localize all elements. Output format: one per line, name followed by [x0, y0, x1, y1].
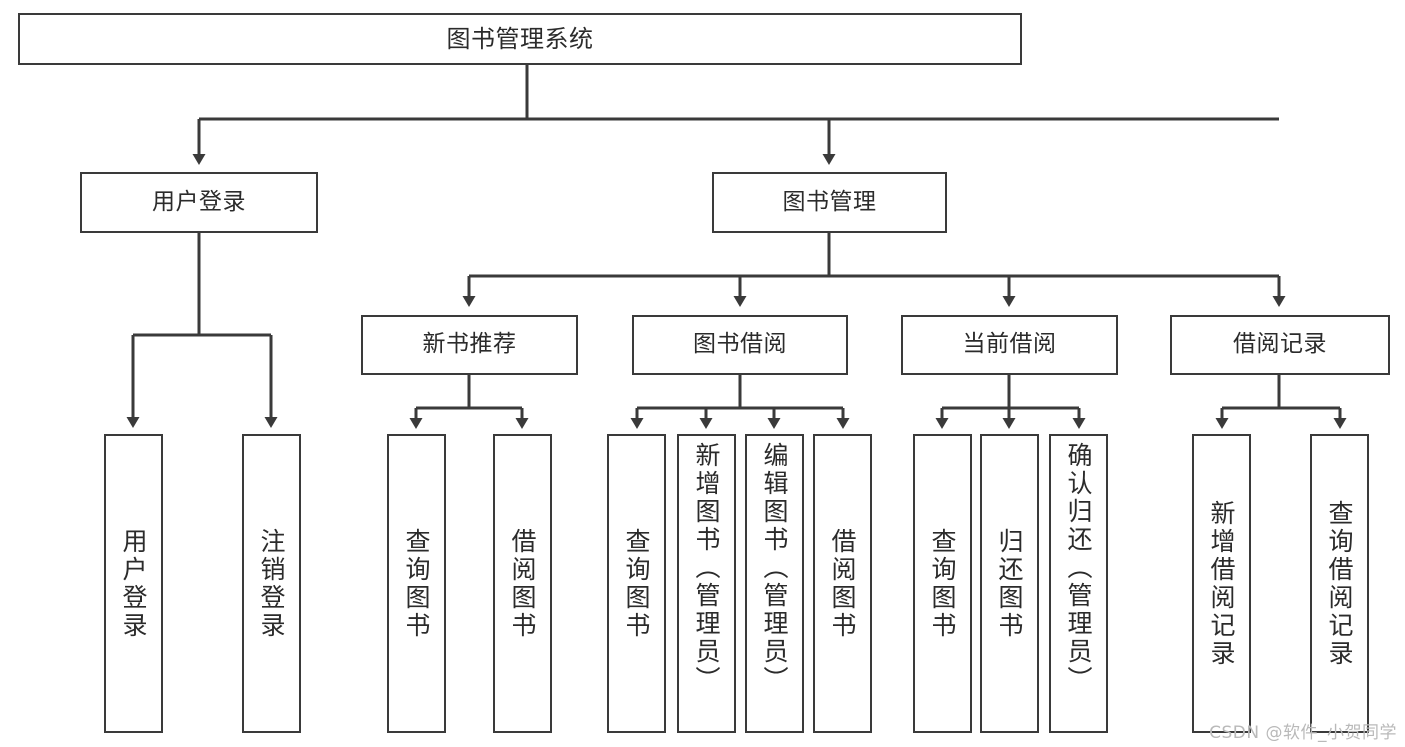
- leaf-query-book-borrow[interactable]: 查询图书: [607, 434, 666, 733]
- node-root-system[interactable]: 图书管理系统: [18, 13, 1022, 65]
- node-label: 查询借阅记录: [1325, 499, 1354, 668]
- node-label: 新增图书（管理员）: [692, 442, 721, 694]
- node-label: 新增借阅记录: [1207, 499, 1236, 668]
- node-current-borrow[interactable]: 当前借阅: [901, 315, 1118, 375]
- node-label: 用户登录: [152, 188, 246, 215]
- node-label: 归还图书: [995, 527, 1024, 640]
- leaf-user-login[interactable]: 用户登录: [104, 434, 163, 733]
- node-label: 图书借阅: [693, 331, 787, 358]
- leaf-edit-book-admin[interactable]: 编辑图书（管理员）: [745, 434, 804, 733]
- leaf-logout-login[interactable]: 注销登录: [242, 434, 301, 733]
- node-label: 用户登录: [119, 527, 148, 640]
- leaf-query-borrow-record[interactable]: 查询借阅记录: [1310, 434, 1369, 733]
- node-label: 借阅图书: [508, 527, 537, 640]
- node-borrow-record[interactable]: 借阅记录: [1170, 315, 1390, 375]
- leaf-borrow-book-recommend[interactable]: 借阅图书: [493, 434, 552, 733]
- leaf-borrow-book[interactable]: 借阅图书: [813, 434, 872, 733]
- node-label: 查询图书: [928, 527, 957, 640]
- node-label: 新书推荐: [422, 331, 517, 358]
- node-new-book-recommend[interactable]: 新书推荐: [361, 315, 578, 375]
- node-label: 借阅图书: [828, 527, 857, 640]
- leaf-query-book-recommend[interactable]: 查询图书: [387, 434, 446, 733]
- node-label: 确认归还（管理员）: [1064, 442, 1093, 694]
- node-label: 借阅记录: [1233, 331, 1327, 358]
- node-book-management[interactable]: 图书管理: [712, 172, 947, 233]
- node-user-login[interactable]: 用户登录: [80, 172, 318, 233]
- leaf-query-book-current[interactable]: 查询图书: [913, 434, 972, 733]
- leaf-confirm-return-admin[interactable]: 确认归还（管理员）: [1049, 434, 1108, 733]
- leaf-return-book[interactable]: 归还图书: [980, 434, 1039, 733]
- node-label: 编辑图书（管理员）: [760, 442, 789, 694]
- node-label: 查询图书: [622, 527, 651, 640]
- node-label: 当前借阅: [962, 331, 1057, 358]
- node-label: 查询图书: [402, 527, 431, 640]
- watermark-text: CSDN @软件_小贺同学: [1209, 723, 1397, 743]
- node-label: 图书管理: [782, 188, 877, 215]
- node-label: 注销登录: [257, 527, 286, 640]
- node-book-borrow[interactable]: 图书借阅: [632, 315, 848, 375]
- leaf-add-borrow-record[interactable]: 新增借阅记录: [1192, 434, 1251, 733]
- leaf-add-book-admin[interactable]: 新增图书（管理员）: [677, 434, 736, 733]
- node-label: 图书管理系统: [446, 24, 594, 53]
